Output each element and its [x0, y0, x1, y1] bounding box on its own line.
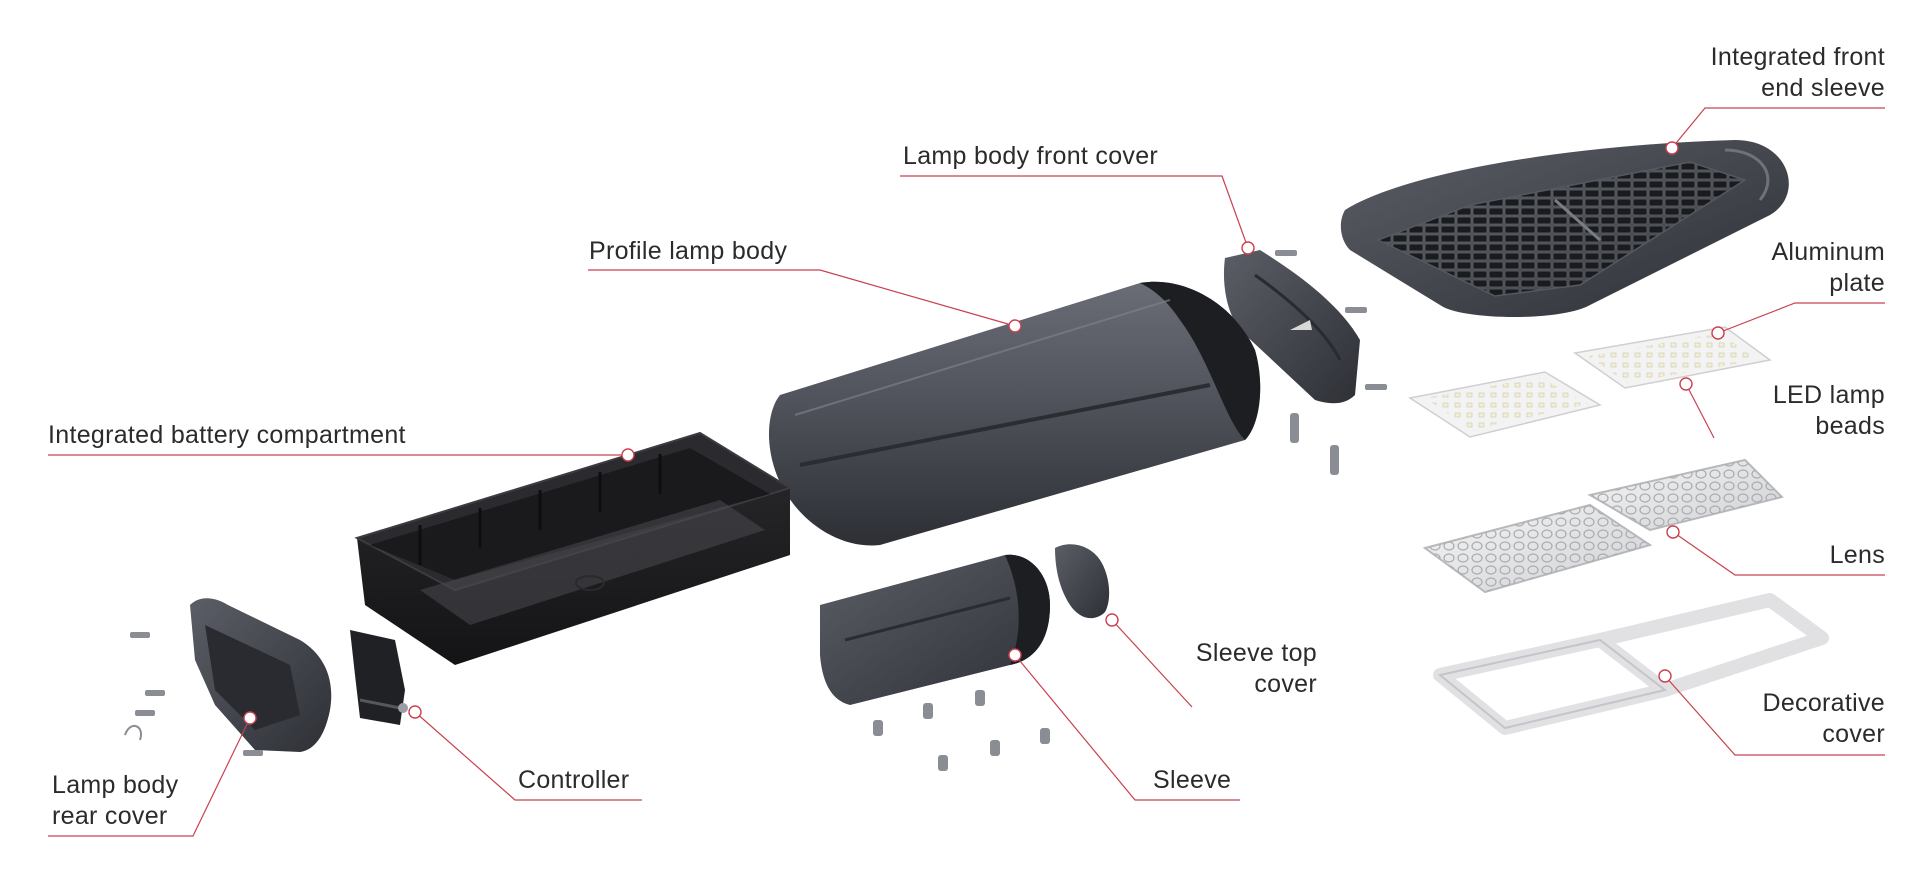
leader-line-decorative-cover — [1664, 675, 1885, 756]
label-integrated-front-end-sleeve: Integrated front end sleeve — [1710, 43, 1885, 102]
label-sleeve-top-cover: Sleeve top cover — [1195, 639, 1317, 698]
marker-integrated-battery-compartment — [621, 448, 635, 462]
label-profile-lamp-body: Profile lamp body — [589, 237, 788, 265]
marker-lamp-body-rear-cover — [243, 711, 257, 725]
marker-controller — [408, 705, 422, 719]
marker-led-lamp-beads — [1679, 377, 1693, 391]
marker-integrated-front-end-sleeve — [1665, 141, 1679, 155]
lens-part — [1422, 458, 1784, 594]
integrated-battery-compartment-part — [354, 431, 793, 665]
leader-line-sleeve — [1014, 654, 1240, 801]
sleeve-top-cover-part — [1055, 544, 1110, 619]
marker-decorative-cover — [1658, 669, 1672, 683]
marker-aluminum-plate — [1711, 326, 1725, 340]
label-integrated-battery-compartment: Integrated battery compartment — [48, 421, 406, 449]
leader-line-sleeve-top-cover — [1111, 619, 1193, 708]
leader-line-integrated-front-end-sleeve — [1671, 107, 1885, 149]
callout-markers — [243, 141, 1725, 725]
marker-profile-lamp-body — [1008, 319, 1022, 333]
lamp-body-front-cover-part — [1223, 250, 1387, 475]
controller-part — [350, 630, 408, 725]
label-sleeve: Sleeve — [1153, 766, 1232, 794]
label-lamp-body-front-cover: Lamp body front cover — [903, 142, 1159, 170]
profile-lamp-body-part — [768, 281, 1261, 546]
led-lamp-beads-part — [1425, 333, 1758, 430]
leader-line-aluminum-plate — [1717, 302, 1885, 334]
label-lens: Lens — [1829, 541, 1885, 569]
decorative-cover-part — [1433, 593, 1829, 735]
label-lamp-body-rear-cover: Lamp body rear cover — [52, 771, 179, 830]
leader-line-led-lamp-beads — [1685, 383, 1715, 439]
integrated-front-end-sleeve-part — [1340, 140, 1789, 318]
label-controller: Controller — [518, 766, 630, 794]
leader-line-profile-lamp-body — [588, 269, 1016, 327]
label-aluminum-plate: Aluminum plate — [1771, 238, 1885, 297]
leader-line-lens — [1672, 531, 1885, 576]
label-led-lamp-beads: LED lamp beads — [1772, 381, 1885, 440]
leader-line-lamp-body-front-cover — [900, 175, 1249, 249]
marker-sleeve-top-cover — [1105, 613, 1119, 627]
leader-line-controller — [414, 711, 642, 801]
leader-line-lamp-body-rear-cover — [48, 717, 251, 837]
leader-lines — [48, 107, 1885, 837]
label-decorative-cover: Decorative cover — [1762, 689, 1885, 748]
marker-lens — [1666, 525, 1680, 539]
marker-sleeve — [1008, 648, 1022, 662]
lamp-body-rear-cover-part — [124, 598, 332, 756]
sleeve-part — [820, 554, 1050, 771]
marker-lamp-body-front-cover — [1241, 241, 1255, 255]
